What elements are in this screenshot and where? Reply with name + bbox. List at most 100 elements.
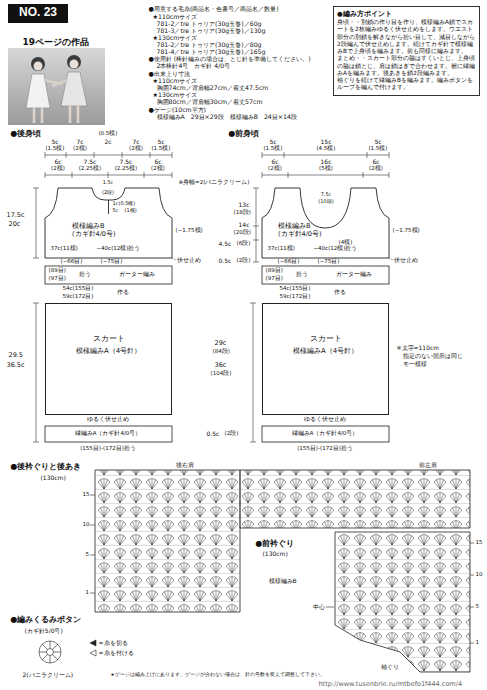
annotation-label: ★110cmサイズ: [152, 14, 198, 20]
annotation-label: 5c: [269, 139, 277, 145]
node-text: 模様編みB: [72, 222, 172, 230]
annotation-label: 54c(155目): [62, 286, 94, 292]
annotation-label: 袖ぐり: [380, 664, 399, 670]
node-text: まとめ・・スカート部分の脇はすくいとじ、上身頃の脇は鎖とじ、肩は鎖はぎで合わせま…: [337, 55, 476, 77]
annotation-label: (1.5模): [263, 146, 283, 152]
annotation-label: (84段): [212, 349, 230, 355]
annotation-label: ●ゲージ(10cm平方): [148, 107, 207, 113]
annotation-label: (2.25模): [114, 166, 138, 172]
annotation-label: 5c: [374, 139, 382, 145]
annotation-label: 10: [82, 522, 90, 528]
annotation-label: ●前衿ぐり: [255, 540, 295, 548]
annotation-label: (10段): [318, 199, 334, 204]
annotation-label: ※太字=110cm: [396, 345, 440, 351]
annotation-label: (2模): [268, 166, 283, 172]
piece-outline-path: [262, 188, 389, 258]
title-plate: NO. 23: [8, 4, 68, 23]
annotation-label: ゆるく伏せ止め: [87, 417, 130, 423]
annotation-label: 20c: [8, 221, 21, 228]
annotation-label: (カギ針5/0号): [24, 628, 63, 634]
skirt-piece: スカート模様編みA（4号針）: [45, 303, 172, 415]
node-text: 模様編みA（4号針）: [46, 347, 171, 356]
skirt-piece: スカート模様編みA（4号針）: [262, 303, 389, 415]
node-text: スカート: [263, 334, 388, 344]
node-text: 模様編みB: [278, 222, 389, 230]
annotation-label: (1.5模): [151, 146, 171, 152]
annotation-label: ★ゲージは編み上げにあります。ゲージが合わない場合は、針の号数を変えて調整して下…: [110, 673, 325, 678]
annotation-label: ●用意する毛糸(商品名・色番号／商品名／数量): [148, 6, 279, 12]
annotation-label: (−66目): [60, 259, 83, 265]
annotation-label: (6段): [236, 241, 251, 247]
node-text: ●編み方ポイント: [337, 10, 476, 18]
annotation-label: 14c: [238, 222, 250, 228]
annotation-label: =糸を切る: [98, 640, 128, 646]
annotation-label: ガーター編み: [118, 272, 155, 278]
annotation-label: (5模): [319, 166, 334, 172]
annotation-label: −40c(12模)拾う: [96, 246, 141, 252]
annotation-label: 縁編みA（カギ針4/0号）: [291, 431, 359, 437]
annotation-label: ●後身頃: [10, 130, 42, 138]
annotation-label: 37c(11模): [50, 246, 78, 252]
annotation-label: ★130cmサイズ: [152, 35, 198, 41]
annotation-label: (89目): [265, 268, 283, 274]
annotation-label: (−66目): [277, 259, 300, 265]
annotation-label: 伏せ止め: [176, 258, 201, 264]
annotation-label: 16c: [320, 159, 332, 165]
annotation-label: (155目)-(172目)拾う: [297, 446, 354, 452]
annotation-label: (18段): [233, 210, 251, 216]
annotation-label: 59c(172目): [62, 294, 94, 300]
annotation-label: ●後衿ぐりと後あき: [10, 463, 82, 471]
annotation-label: (−75目): [317, 259, 340, 265]
annotation-label: (1模): [124, 208, 137, 213]
annotation-label: 模様編みA 29目×29段 模様編みB 24目×14段: [156, 114, 297, 120]
annotation-label: 1c(0.5模): [112, 201, 136, 206]
annotation-label: 781-2／tre トゥリア(30g玉巻)／80g: [156, 42, 262, 48]
annotation-label: 37c(11模): [267, 246, 295, 252]
annotation-label: (97目): [265, 276, 283, 282]
annotation-label: 胸囲74cm／背肩幅27cm／着丈47.5cm: [156, 85, 269, 91]
annotation-label: 指定のない箇所は同じ: [402, 354, 463, 360]
annotation-label: 模様編みB: [268, 578, 297, 584]
annotation-label: 1: [85, 590, 90, 596]
piece-outline-path: [45, 188, 172, 258]
annotation-label: 29c: [214, 340, 227, 347]
annotation-label: 15: [475, 540, 483, 546]
annotation-label: 1: [475, 640, 480, 646]
annotation-label: (155目)-(172目)拾う: [80, 446, 137, 452]
note-box: ●編み方ポイント身頃・・別鎖の作り目を作り、模様編みA鎖でスカートを2枚編みゆる…: [333, 6, 480, 96]
annotation-label: 2c: [104, 139, 112, 145]
annotation-label: ●出来上り寸法: [148, 71, 190, 77]
annotation-label: (2模): [151, 166, 166, 172]
node-text: (カギ針4/0号): [278, 230, 389, 238]
annotation-label: 縁編みA（カギ針4/0号）: [74, 431, 142, 437]
text-wrap: NO. 23: [8, 4, 68, 21]
annotation-label: 6c: [54, 159, 62, 165]
annotation-label: (4模): [338, 240, 353, 246]
annotation-label: 7.5c: [119, 159, 133, 165]
annotation-label: ●前身頃: [228, 130, 260, 138]
annotation-label: ★130cmサイズ: [152, 92, 198, 98]
button-chart: [39, 640, 96, 663]
annotation-label: 2(バニラクリーム): [22, 672, 74, 678]
annotation-label: 7.5c: [320, 192, 332, 197]
annotation-label: (20段): [233, 230, 251, 236]
annotation-label: 5c: [112, 208, 119, 213]
annotation-label: 781-2／tre トゥリア(30g玉巻)／60g: [156, 21, 262, 27]
annotation-label: 19ページの作品: [22, 38, 90, 47]
annotation-label: 7.5c: [83, 159, 97, 165]
annotation-label: 0.5c: [218, 258, 232, 264]
annotation-label: (89目): [48, 268, 66, 274]
annotation-label: 1.5c: [102, 180, 114, 185]
annotation-label: 781-3／tre トゥリア(30g玉巻)／130g: [156, 28, 266, 34]
annotation-label: 781-4／tre トゥリア(30g玉巻)／165g: [156, 49, 266, 55]
annotation-label: 5: [85, 552, 90, 558]
annotation-label: (1.5模): [45, 146, 65, 152]
annotation-label: 17.5c: [6, 212, 25, 219]
garter-band: [45, 266, 389, 442]
annotation-label: 2本棒針4号 カギ針 4/0号: [156, 63, 231, 69]
annotation-label: (2模): [51, 166, 66, 172]
annotation-label: 54c(155目): [279, 286, 311, 292]
annotation-label: (0.5模): [98, 131, 118, 137]
annotation-label: 作る: [333, 290, 346, 296]
annotation-label: (−1.75模): [175, 228, 203, 234]
